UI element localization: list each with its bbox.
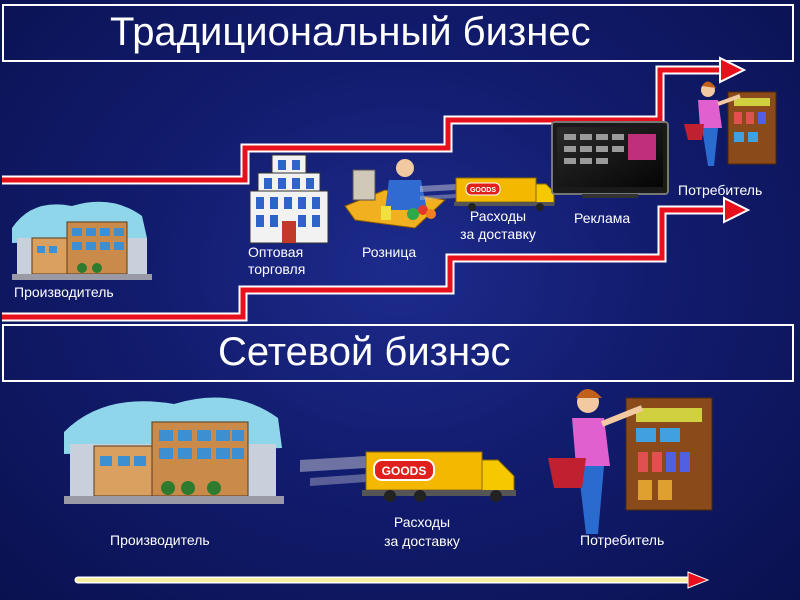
label-network-consumer: Потребитель: [580, 532, 664, 548]
factory-icon: [12, 202, 152, 280]
label-wholesale-line1: Оптовая: [248, 244, 303, 260]
arrowhead-icon: [724, 198, 748, 222]
consumer-shopper-icon: [548, 389, 712, 534]
label-wholesale-line2: торговля: [248, 261, 305, 277]
consumer-shopper-icon: [684, 81, 776, 166]
wholesale-building-icon: [250, 155, 328, 243]
label-retail: Розница: [362, 244, 416, 260]
tv-advertising-icon: [552, 122, 668, 198]
label-advertising: Реклама: [574, 210, 630, 226]
label-network-delivery-line1: Расходы: [372, 514, 472, 530]
arrowhead-icon: [720, 58, 744, 82]
label-delivery-line1: Расходы: [456, 208, 540, 224]
delivery-truck-icon: GOODS: [420, 178, 554, 211]
label-network-delivery-line2: за доставку: [372, 533, 472, 549]
factory-icon: [64, 398, 284, 504]
truck-sign: GOODS: [470, 187, 496, 194]
label-producer: Производитель: [14, 284, 114, 300]
network-flow-arrow: [78, 572, 708, 588]
label-consumer: Потребитель: [678, 182, 762, 198]
retail-cashier-icon: [345, 159, 445, 228]
delivery-truck-icon: GOODS: [300, 452, 516, 502]
label-delivery-line2: за доставку: [456, 226, 540, 242]
label-network-producer: Производитель: [110, 532, 210, 548]
truck-sign: GOODS: [382, 464, 427, 478]
arrowhead-icon: [688, 572, 708, 588]
